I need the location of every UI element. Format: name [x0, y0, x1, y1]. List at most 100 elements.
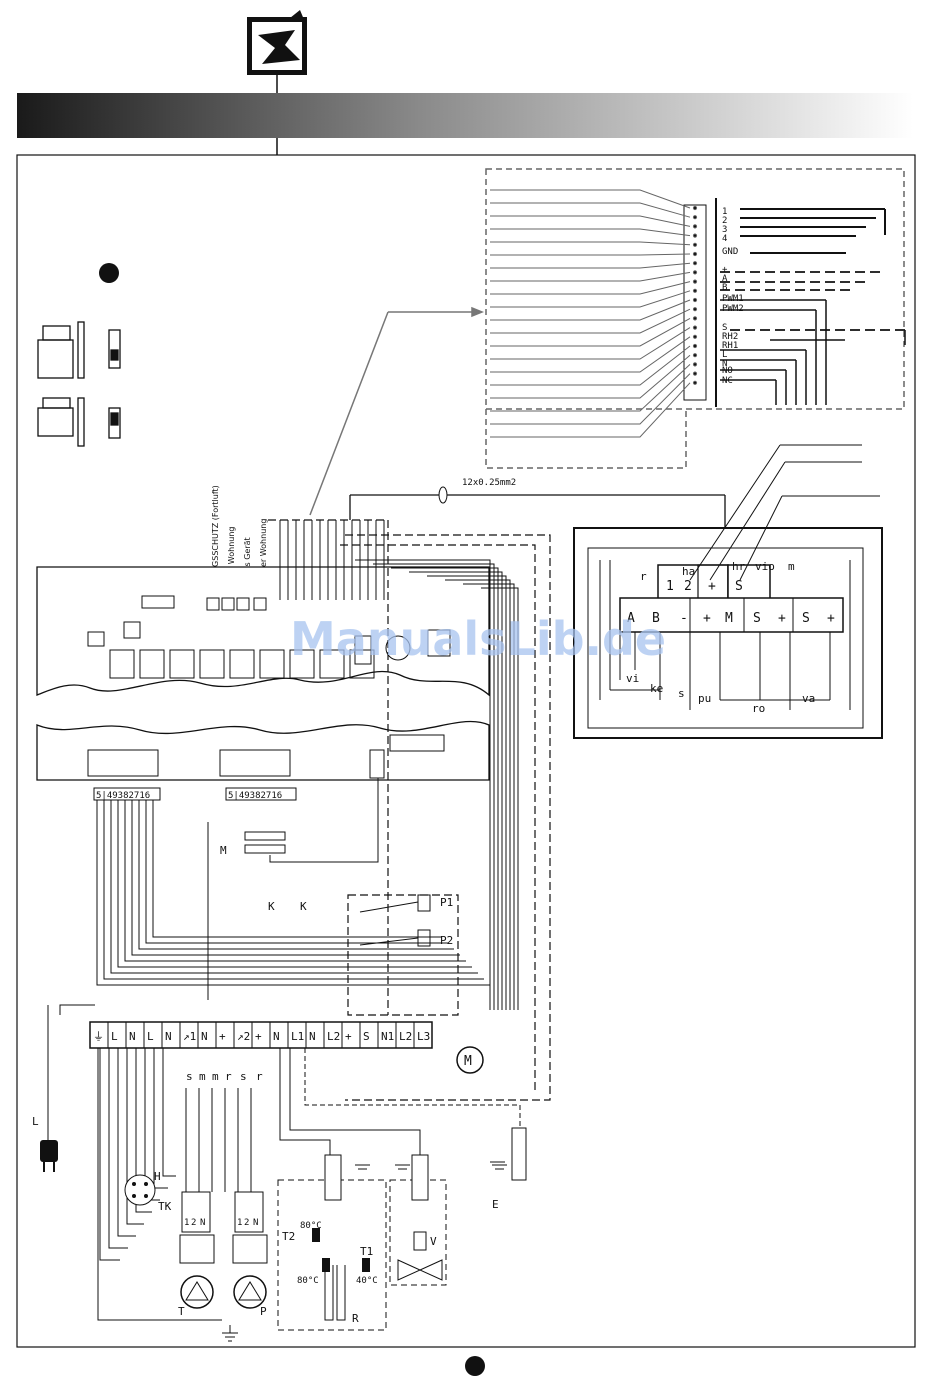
svg-text:2: 2	[244, 1218, 249, 1228]
fan-wire	[490, 317, 691, 347]
bus-wire	[391, 567, 499, 1010]
main-terminal-label: L3	[417, 1030, 430, 1043]
main-terminal-label: L	[111, 1030, 118, 1043]
svg-text:2: 2	[191, 1218, 196, 1228]
display-terminal-label: +	[708, 579, 716, 594]
display-bus-terminal: +	[778, 611, 786, 626]
terminal-label: NO	[722, 366, 733, 376]
display-wire-color: va	[802, 692, 815, 705]
svg-text:40°C: 40°C	[356, 1276, 378, 1286]
fan-wire	[490, 253, 691, 256]
svg-text:P2: P2	[440, 934, 453, 947]
svg-text:T: T	[178, 1305, 185, 1318]
svg-text:H: H	[154, 1170, 161, 1183]
fan-wire	[490, 327, 691, 360]
main-terminal-label: L2	[327, 1030, 340, 1043]
plug-icons	[37, 321, 121, 447]
bus-wire	[110, 800, 478, 974]
terminal-dot	[692, 353, 698, 358]
fan-wire	[490, 271, 691, 282]
display-wire-label: r	[640, 570, 647, 583]
main-terminal-label: N	[165, 1030, 172, 1043]
display-bus-terminal: A	[627, 611, 635, 626]
pressure-switches	[359, 894, 431, 947]
pump-T	[179, 1191, 215, 1309]
fan-wire	[490, 336, 691, 373]
relay	[259, 649, 285, 679]
main-terminal-label: ⏚	[93, 1030, 104, 1043]
main-terminal-label: +	[345, 1030, 352, 1043]
power-wire	[162, 1048, 176, 1177]
terminal-dot	[692, 242, 698, 247]
bus-wire	[355, 559, 491, 1010]
earth-wire	[97, 1048, 222, 1321]
display-wire-label: hr	[732, 560, 746, 573]
display-terminal-label: 1	[666, 579, 674, 594]
e-wire	[304, 1048, 521, 1128]
terminal-dot	[692, 270, 698, 275]
connector-H	[124, 1174, 156, 1206]
bus-wire	[409, 571, 503, 1010]
svg-text:80°C: 80°C	[297, 1276, 319, 1286]
svg-text:N: N	[253, 1218, 258, 1228]
watermark: ManualsLib.de	[290, 612, 666, 666]
main-terminal-label: L2	[399, 1030, 412, 1043]
terminal-dot	[692, 233, 698, 238]
terminal-dot	[692, 288, 698, 293]
valve-box	[389, 1154, 447, 1286]
bus-wire	[145, 800, 448, 944]
main-terminal-label: N	[129, 1030, 136, 1043]
fan-wire	[490, 281, 691, 295]
svg-text:K: K	[268, 900, 275, 913]
display-wire-color: s	[678, 687, 685, 700]
terminal-label: 1	[722, 207, 727, 217]
main-terminal-label: L	[147, 1030, 154, 1043]
terminal-label: 4	[722, 234, 727, 244]
power-wire	[117, 1048, 136, 1237]
fan-wire	[490, 290, 691, 308]
main-pcb	[36, 566, 490, 781]
display-bus-terminal: -	[680, 611, 688, 626]
cable-marker: 12x0.25mm2	[349, 478, 726, 528]
connector-E	[490, 1127, 527, 1181]
relay	[139, 649, 165, 679]
svg-text:5|49382716: 5|49382716	[96, 791, 150, 801]
terminal-label: B	[722, 283, 727, 293]
fan-wire	[490, 354, 691, 399]
main-terminal-label: +	[219, 1030, 226, 1043]
svg-text:M: M	[464, 1054, 472, 1069]
terminal-dot	[692, 307, 698, 312]
bus-wire	[117, 800, 472, 968]
heater-box	[277, 1154, 387, 1331]
svg-text:E: E	[492, 1198, 499, 1211]
display-wire-label: ha	[682, 565, 695, 578]
bus-wire	[131, 800, 460, 956]
svg-text:1: 1	[237, 1218, 242, 1228]
bus-wire	[269, 778, 379, 863]
fan-wire	[490, 373, 691, 425]
terminal-dot	[692, 380, 698, 385]
relay	[319, 649, 345, 679]
bus-wire	[124, 800, 466, 962]
fan-wire	[490, 241, 691, 246]
svg-text:N: N	[200, 1218, 205, 1228]
dashed-bus	[268, 519, 551, 1101]
fan-wire	[490, 364, 691, 412]
display-wire-label: vio	[755, 560, 775, 573]
bus-wire	[138, 800, 454, 950]
relay	[199, 649, 225, 679]
main-terminal-label: N	[201, 1030, 208, 1043]
svg-text:TK: TK	[158, 1200, 172, 1213]
terminal-dot	[692, 371, 698, 376]
display-bus-terminal: S	[753, 611, 761, 626]
terminal-label: PWM1	[722, 294, 744, 304]
main-terminal-label: ↗2	[237, 1030, 250, 1043]
svg-text:5|49382716: 5|49382716	[228, 791, 282, 801]
connector-pins: 5|49382716 5|49382716	[93, 787, 297, 801]
terminal-dot	[692, 297, 698, 303]
wire-color-label: s	[240, 1070, 247, 1083]
valve-wire	[289, 1048, 421, 1155]
terminal-dot	[692, 224, 698, 229]
